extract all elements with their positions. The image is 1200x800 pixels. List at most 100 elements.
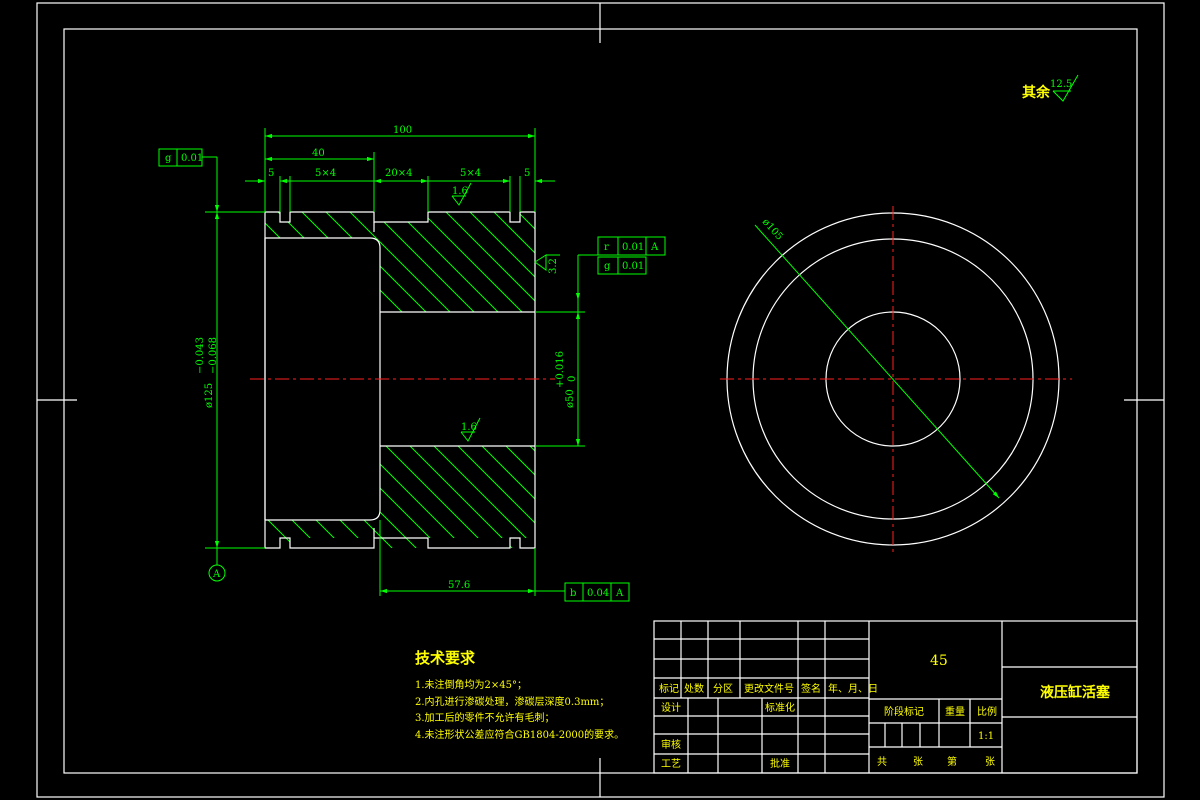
hatch-line	[624, 420, 824, 620]
title-block: 标记 处数 分区 更改文件号 签名 年、月、日 设计 标准化 审核 工艺 批准 …	[653, 620, 1138, 774]
svg-text:签名: 签名	[801, 682, 821, 695]
hatch-line	[552, 420, 752, 620]
dim-bore-tol-lower: 0	[567, 376, 578, 382]
dim-overall-length: 100	[393, 125, 412, 136]
svg-text:0.04: 0.04	[587, 588, 609, 599]
hatch-line	[696, 420, 896, 620]
svg-text:A: A	[615, 588, 624, 599]
hatch-line	[24, 420, 224, 620]
hatch-line	[431, 446, 535, 548]
hatch-line	[335, 212, 535, 312]
dim-57-6: 57.6	[448, 580, 470, 591]
roughness-side-icon	[534, 254, 547, 271]
tech-req-item-2: 2.内孔进行渗碳处理，渗碳层深度0.3mm；	[415, 695, 609, 708]
hatch-line	[265, 212, 465, 312]
svg-text:b: b	[570, 588, 576, 599]
hatch-line	[648, 150, 848, 350]
tech-requirements: 技术要求 1.未注倒角均为2×45°； 2.内孔进行渗碳处理，渗碳层深度0.3m…	[415, 649, 624, 741]
tolerance-frame-4: b 0.04 A	[564, 582, 630, 602]
dim-bore-dia: ø50	[565, 389, 576, 408]
tolerance-frame-2: r 0.01 A	[597, 236, 666, 256]
datum-a-label: A	[212, 569, 221, 580]
material: 45	[930, 653, 948, 669]
rough-side: 3.2	[548, 258, 559, 274]
hatch-line	[383, 212, 535, 312]
dim-5-left: 5	[268, 168, 274, 179]
tech-req-item-4: 4.未注形状公差应符合GB1804-2000的要求。	[415, 728, 624, 741]
end-view: ø105	[720, 206, 1072, 553]
svg-text:共: 共	[877, 756, 887, 768]
svg-text:更改文件号: 更改文件号	[744, 682, 794, 695]
svg-text:标准化: 标准化	[765, 701, 795, 714]
hatch-line	[383, 446, 535, 548]
svg-text:比例: 比例	[977, 705, 997, 718]
rough-top: 1.6	[452, 186, 468, 197]
dim-40: 40	[312, 148, 325, 159]
hatch-line	[265, 212, 393, 312]
dim-outer-tol-lower: −0.068	[208, 337, 219, 374]
hatch-line	[265, 212, 369, 312]
hatch-line	[455, 446, 535, 548]
hatch-line	[48, 420, 248, 620]
hatch-line	[265, 212, 441, 312]
svg-text:分区: 分区	[713, 683, 733, 695]
svg-text:第: 第	[947, 755, 957, 768]
hatch-line	[696, 150, 896, 350]
dim-outer-tol-upper: −0.043	[195, 337, 206, 374]
svg-text:0.01: 0.01	[181, 153, 203, 164]
svg-text:工艺: 工艺	[661, 758, 681, 770]
hatch-line	[407, 446, 535, 548]
svg-text:年、月、日: 年、月、日	[828, 682, 878, 695]
hatch-line	[672, 150, 872, 350]
svg-text:处数: 处数	[684, 682, 704, 695]
hatch-line	[648, 420, 848, 620]
hatch-line	[265, 212, 297, 312]
roughness-bore-icon	[460, 417, 481, 442]
hatch-line	[359, 212, 535, 312]
hatch-line	[48, 150, 248, 350]
dim-outer-dia: ø125	[204, 383, 215, 408]
part-name: 液压缸活塞	[1040, 684, 1111, 701]
hatch-line	[600, 420, 800, 620]
hatch-line	[265, 446, 273, 548]
dim-5-right: 5	[524, 168, 530, 179]
roughness-note-label: 其余	[1022, 84, 1051, 101]
hatch-line	[431, 212, 535, 312]
rough-bore: 1.6	[461, 422, 477, 433]
svg-text:g: g	[165, 153, 172, 164]
tech-req-title: 技术要求	[415, 649, 476, 667]
dim-groove-right: 5×4	[460, 168, 481, 179]
hatch-line	[265, 212, 273, 312]
svg-text:A: A	[650, 242, 659, 253]
hatch-line	[479, 446, 535, 548]
hatch-line	[0, 150, 200, 350]
datum-a-circle	[208, 564, 226, 582]
svg-text:g: g	[604, 261, 611, 272]
svg-text:设计: 设计	[661, 701, 681, 714]
dim-groove-left: 5×4	[315, 168, 336, 179]
hatch-line	[311, 212, 513, 312]
hatch-line	[265, 212, 345, 312]
roughness-note-value: 12.5	[1050, 79, 1072, 90]
hatch-line	[359, 446, 535, 548]
hatch-line	[407, 212, 535, 312]
svg-text:0.01: 0.01	[622, 261, 644, 272]
svg-text:0.01: 0.01	[622, 242, 644, 253]
svg-text:标记: 标记	[659, 683, 679, 695]
sheet-border	[36, 2, 1165, 798]
dim-groove-middle: 20×4	[385, 168, 412, 179]
hatch-line	[527, 446, 535, 548]
dim-bore-tol-upper: +0.016	[555, 351, 566, 388]
tolerance-frame-1: g 0.01	[158, 148, 203, 167]
dim-circle-dia: ø105	[760, 217, 785, 243]
svg-text:审核: 审核	[661, 738, 681, 751]
svg-text:张: 张	[913, 756, 923, 768]
tolerance-frame-3: g 0.01	[597, 256, 647, 275]
svg-text:重量: 重量	[945, 705, 965, 718]
hatch-line	[265, 212, 417, 312]
svg-text:批准: 批准	[770, 757, 790, 770]
scale-value: 1:1	[978, 731, 994, 742]
svg-text:张: 张	[985, 756, 995, 768]
hatch-line	[0, 420, 200, 620]
